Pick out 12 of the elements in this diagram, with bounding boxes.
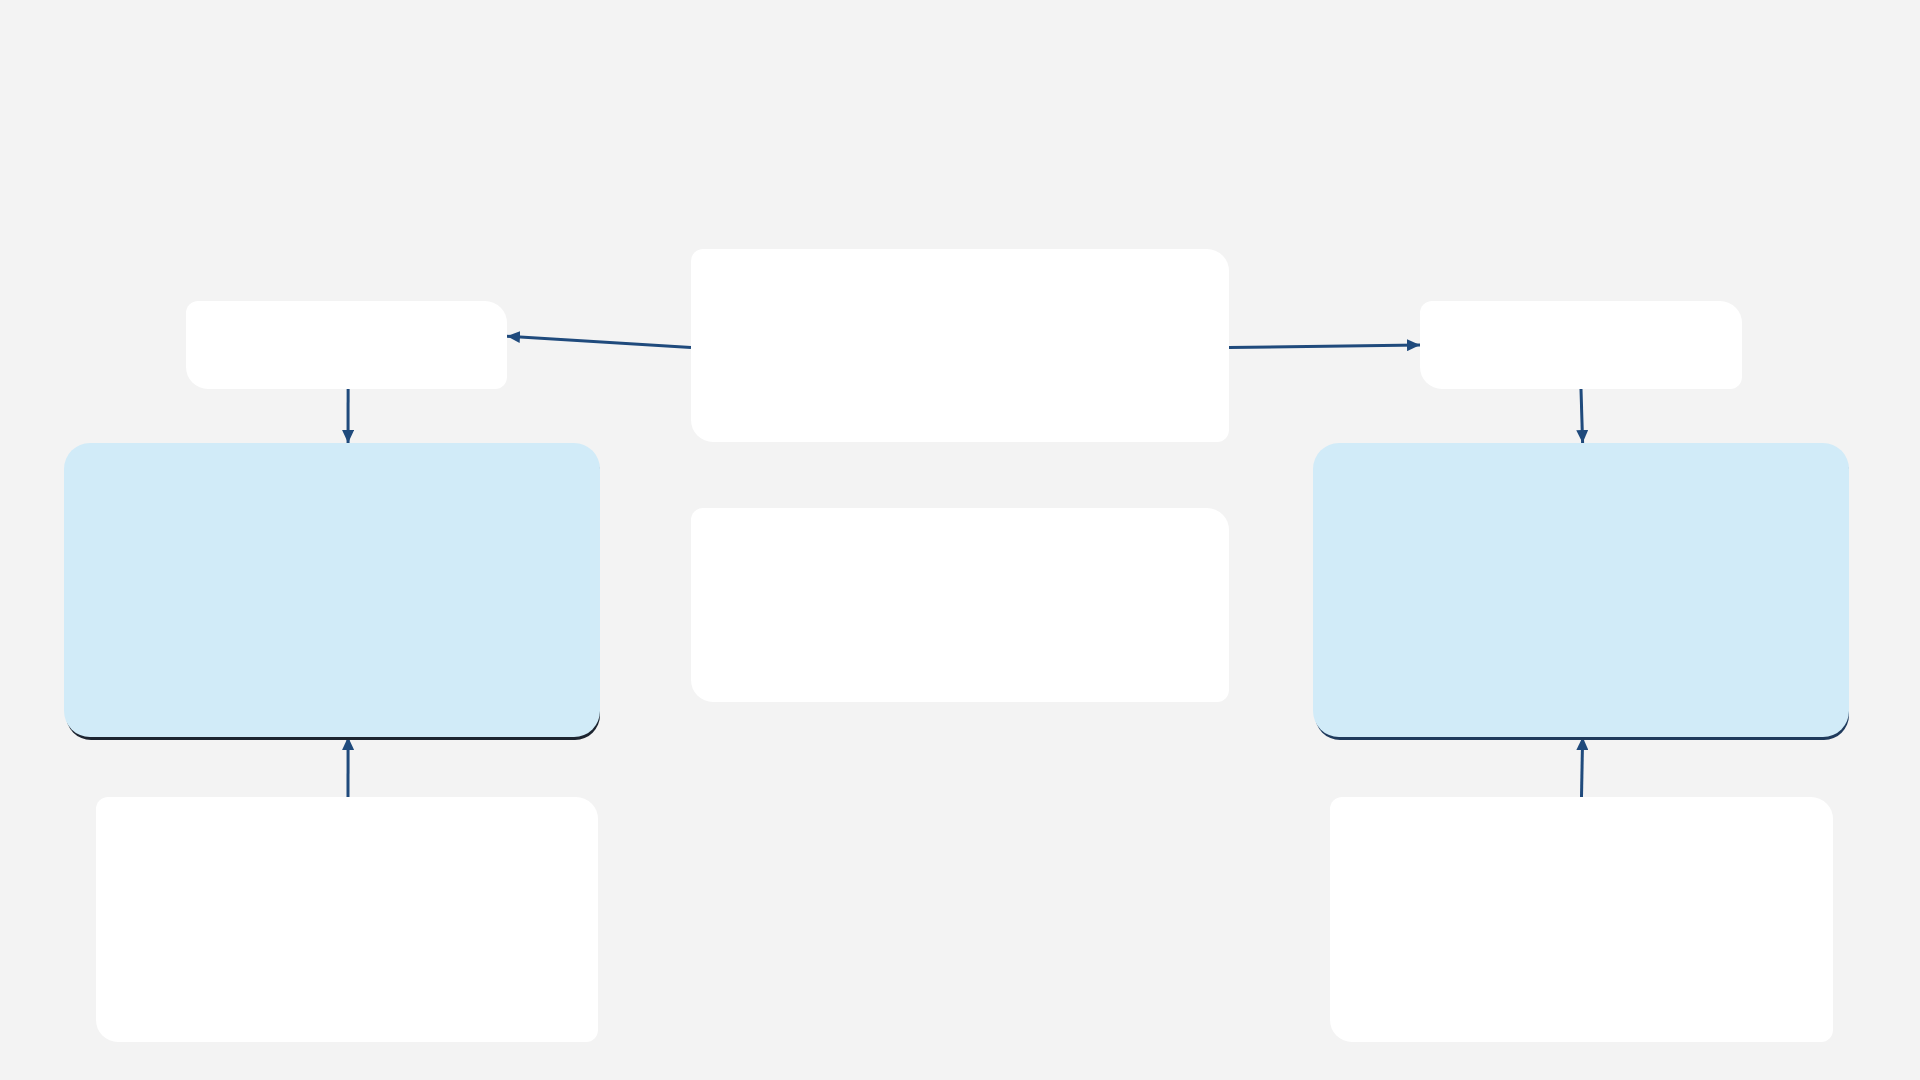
arrow: [506, 331, 692, 349]
arrow: [342, 389, 355, 443]
blank-box: [1330, 797, 1833, 1042]
blank-box: [186, 301, 507, 389]
rounded-panel: [1313, 443, 1849, 737]
arrow: [1228, 339, 1421, 352]
blank-box: [96, 797, 598, 1042]
blank-box: [1420, 301, 1742, 389]
arrow: [342, 737, 355, 797]
rounded-panel: [64, 443, 600, 737]
blank-box: [691, 249, 1229, 442]
arrow: [1576, 388, 1589, 444]
